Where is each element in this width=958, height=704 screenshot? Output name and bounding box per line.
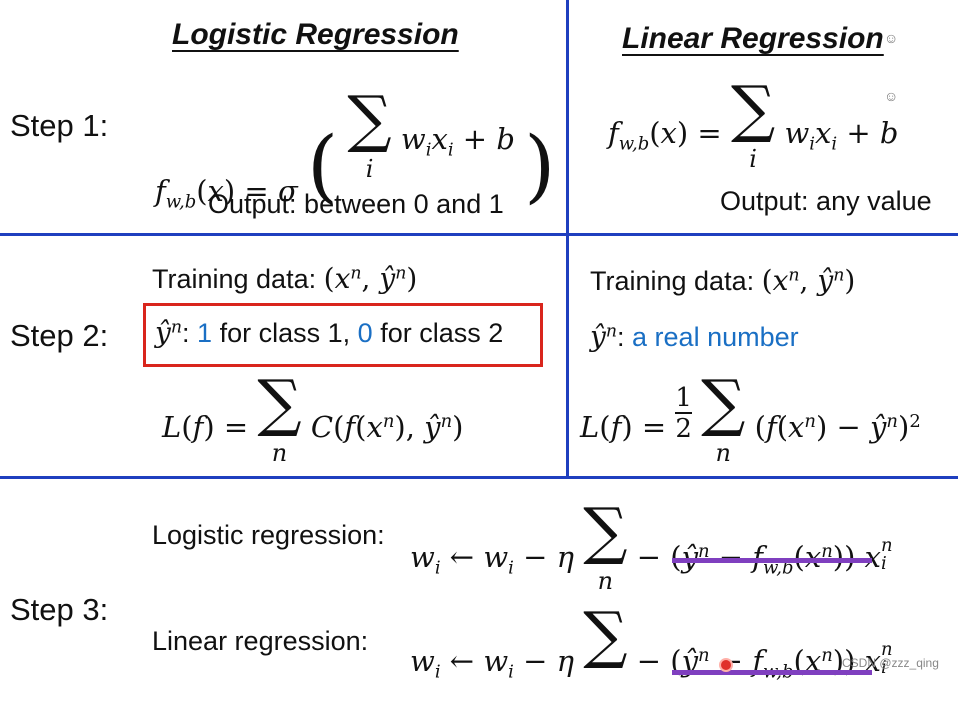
right-title: Linear Regression [622, 22, 884, 55]
logistic-model-formula: fw,b(x) = σ ( ∑i wixi + b ) [155, 82, 556, 213]
step1-right-output: Output: any value [720, 186, 932, 216]
add-person-icon-1[interactable]: ☺ [884, 30, 899, 46]
horizontal-divider-1 [0, 233, 958, 236]
step1-left-output: Output: between 0 and 1 [208, 189, 504, 219]
step-2-label: Step 2: [10, 318, 109, 353]
training-label-right: Training data: [590, 266, 755, 296]
class2-number: 0 [357, 318, 373, 348]
step3-logistic-label: Logistic regression: [152, 520, 385, 550]
left-title: Logistic Regression [172, 18, 459, 51]
linear-update-formula: wi ← wi − η ∑ − (ŷn − fw,b(xn)) xni [410, 598, 893, 683]
watermark: CSDN @zzz_qing [842, 656, 939, 670]
step2-left-target-definition: ŷn: 1 for class 1, 0 for class 2 [155, 316, 504, 349]
vertical-divider [566, 0, 569, 477]
linear-model-formula: fw,b(x) = ∑i wixi + b [608, 72, 899, 174]
target-colon: : [182, 318, 190, 348]
class1-number: 1 [197, 318, 213, 348]
class2-text: for class 2 [380, 318, 504, 348]
step2-right-training: Training data: (xn, ŷn) [590, 264, 856, 297]
highlight-box [143, 303, 543, 367]
step-1-label: Step 1: [10, 108, 109, 143]
real-number-text: a real number [632, 322, 799, 352]
class1-text: for class 1, [219, 318, 351, 348]
step3-linear-label: Linear regression: [152, 626, 369, 656]
step2-right-target-definition: ŷn: a real number [590, 320, 799, 353]
pointer-dot [719, 658, 733, 672]
logistic-loss-formula: L(f) = ∑n C(f(xn), ŷn) [162, 366, 464, 468]
training-label-left: Training data: [152, 264, 317, 294]
step-3-label: Step 3: [10, 592, 109, 627]
linear-error-underline [672, 670, 872, 675]
add-person-icon-2[interactable]: ☺ [884, 88, 899, 104]
step2-left-training: Training data: (xn, ŷn) [152, 262, 418, 295]
logistic-error-underline [672, 558, 872, 563]
horizontal-divider-2 [0, 476, 958, 479]
